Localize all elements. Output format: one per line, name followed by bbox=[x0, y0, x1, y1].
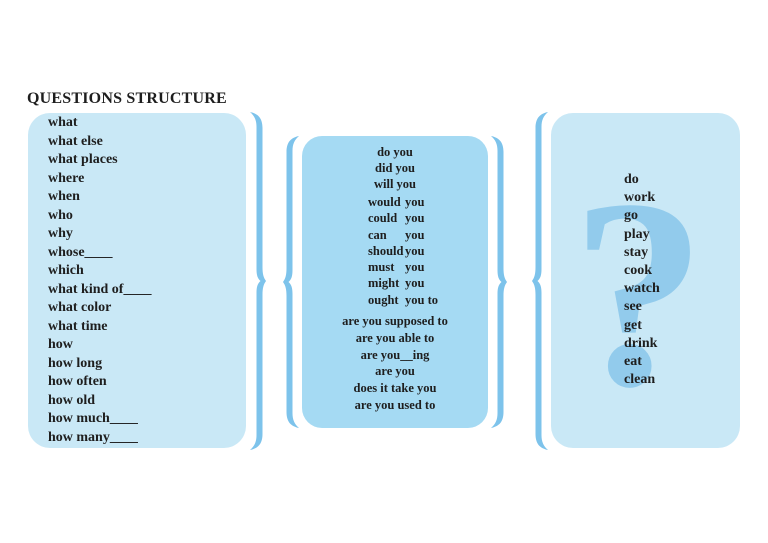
list-item: why bbox=[48, 226, 73, 241]
list-item: who bbox=[48, 207, 73, 223]
list-cell: can bbox=[368, 227, 387, 242]
list-item: are you__ing bbox=[360, 347, 430, 362]
list-item: are you used to bbox=[354, 398, 436, 413]
list-item: where bbox=[48, 170, 85, 186]
list-row: might you bbox=[368, 275, 488, 291]
list-cell: you bbox=[405, 211, 425, 226]
list-cell: ought bbox=[368, 292, 399, 307]
list-item: how often bbox=[48, 374, 107, 389]
list-row: ought you to bbox=[368, 292, 488, 308]
list-item: drink bbox=[624, 335, 658, 351]
list-item: how much____ bbox=[48, 411, 138, 426]
list-item: eat bbox=[624, 354, 642, 370]
list-item: will you bbox=[373, 177, 417, 191]
list-cell: you bbox=[405, 227, 425, 242]
list-item: go bbox=[624, 208, 638, 224]
list-item: cook bbox=[624, 263, 652, 279]
list-cell: you bbox=[405, 195, 425, 209]
list-cell: you to bbox=[405, 292, 438, 307]
list-item: what bbox=[48, 115, 78, 130]
list-cell: might bbox=[368, 276, 400, 291]
list-item: are you bbox=[375, 364, 415, 379]
list-item: do you bbox=[377, 145, 413, 159]
list-cell: must bbox=[368, 260, 395, 275]
list-cell: you bbox=[405, 243, 425, 258]
list-row: would you bbox=[368, 194, 488, 210]
list-item: what time bbox=[48, 318, 108, 334]
brace-close-middle bbox=[491, 136, 507, 428]
list-item: did you bbox=[375, 161, 415, 175]
list-item: clean bbox=[624, 372, 656, 388]
list-cell: could bbox=[368, 211, 398, 226]
list-item: does it take you bbox=[353, 381, 437, 396]
list-item: stay bbox=[624, 244, 649, 260]
list-item: watch bbox=[624, 281, 660, 297]
question-words-panel: what what else what places where when who why w… bbox=[28, 113, 246, 448]
list-item: what kind of____ bbox=[48, 281, 152, 297]
verbs-list: do work go play stay cook watch see get drink eat c… bbox=[624, 171, 740, 389]
brace-close-left bbox=[250, 112, 266, 450]
list-item: what else bbox=[48, 133, 103, 149]
list-item: which bbox=[48, 263, 84, 278]
list-cell: would bbox=[368, 195, 401, 209]
list-row: could you bbox=[368, 210, 488, 226]
list-item: whose____ bbox=[48, 244, 113, 260]
list-cell: you bbox=[405, 260, 425, 275]
list-cell: should bbox=[368, 243, 404, 258]
list-item: see bbox=[624, 299, 642, 315]
list-item: how bbox=[48, 337, 73, 352]
brace-open-middle bbox=[283, 136, 299, 428]
list-item: do bbox=[624, 172, 639, 187]
question-mark-watermark: ? bbox=[571, 144, 706, 443]
list-item: when bbox=[48, 189, 80, 204]
list-item: are you able to bbox=[355, 330, 435, 345]
brace-open-right bbox=[532, 112, 548, 450]
list-item: get bbox=[624, 317, 642, 333]
aux-do-group: do you did you will you bbox=[302, 144, 488, 192]
list-item: what places bbox=[48, 152, 118, 167]
list-item: are you supposed to bbox=[342, 314, 448, 329]
list-item: what color bbox=[48, 300, 112, 315]
list-item: play bbox=[624, 226, 650, 242]
verbs-panel: ? do work go play stay cook watch see get drink ea… bbox=[551, 113, 740, 448]
list-cell: you bbox=[405, 276, 425, 291]
list-item: how many____ bbox=[48, 429, 138, 445]
list-item: how long bbox=[48, 355, 103, 371]
list-item: how old bbox=[48, 392, 96, 408]
list-item: work bbox=[624, 190, 656, 206]
question-words-list: what what else what places where when who why w… bbox=[28, 113, 246, 447]
page-title: QUESTIONS STRUCTURE bbox=[27, 90, 227, 107]
list-row: can you bbox=[368, 227, 488, 243]
